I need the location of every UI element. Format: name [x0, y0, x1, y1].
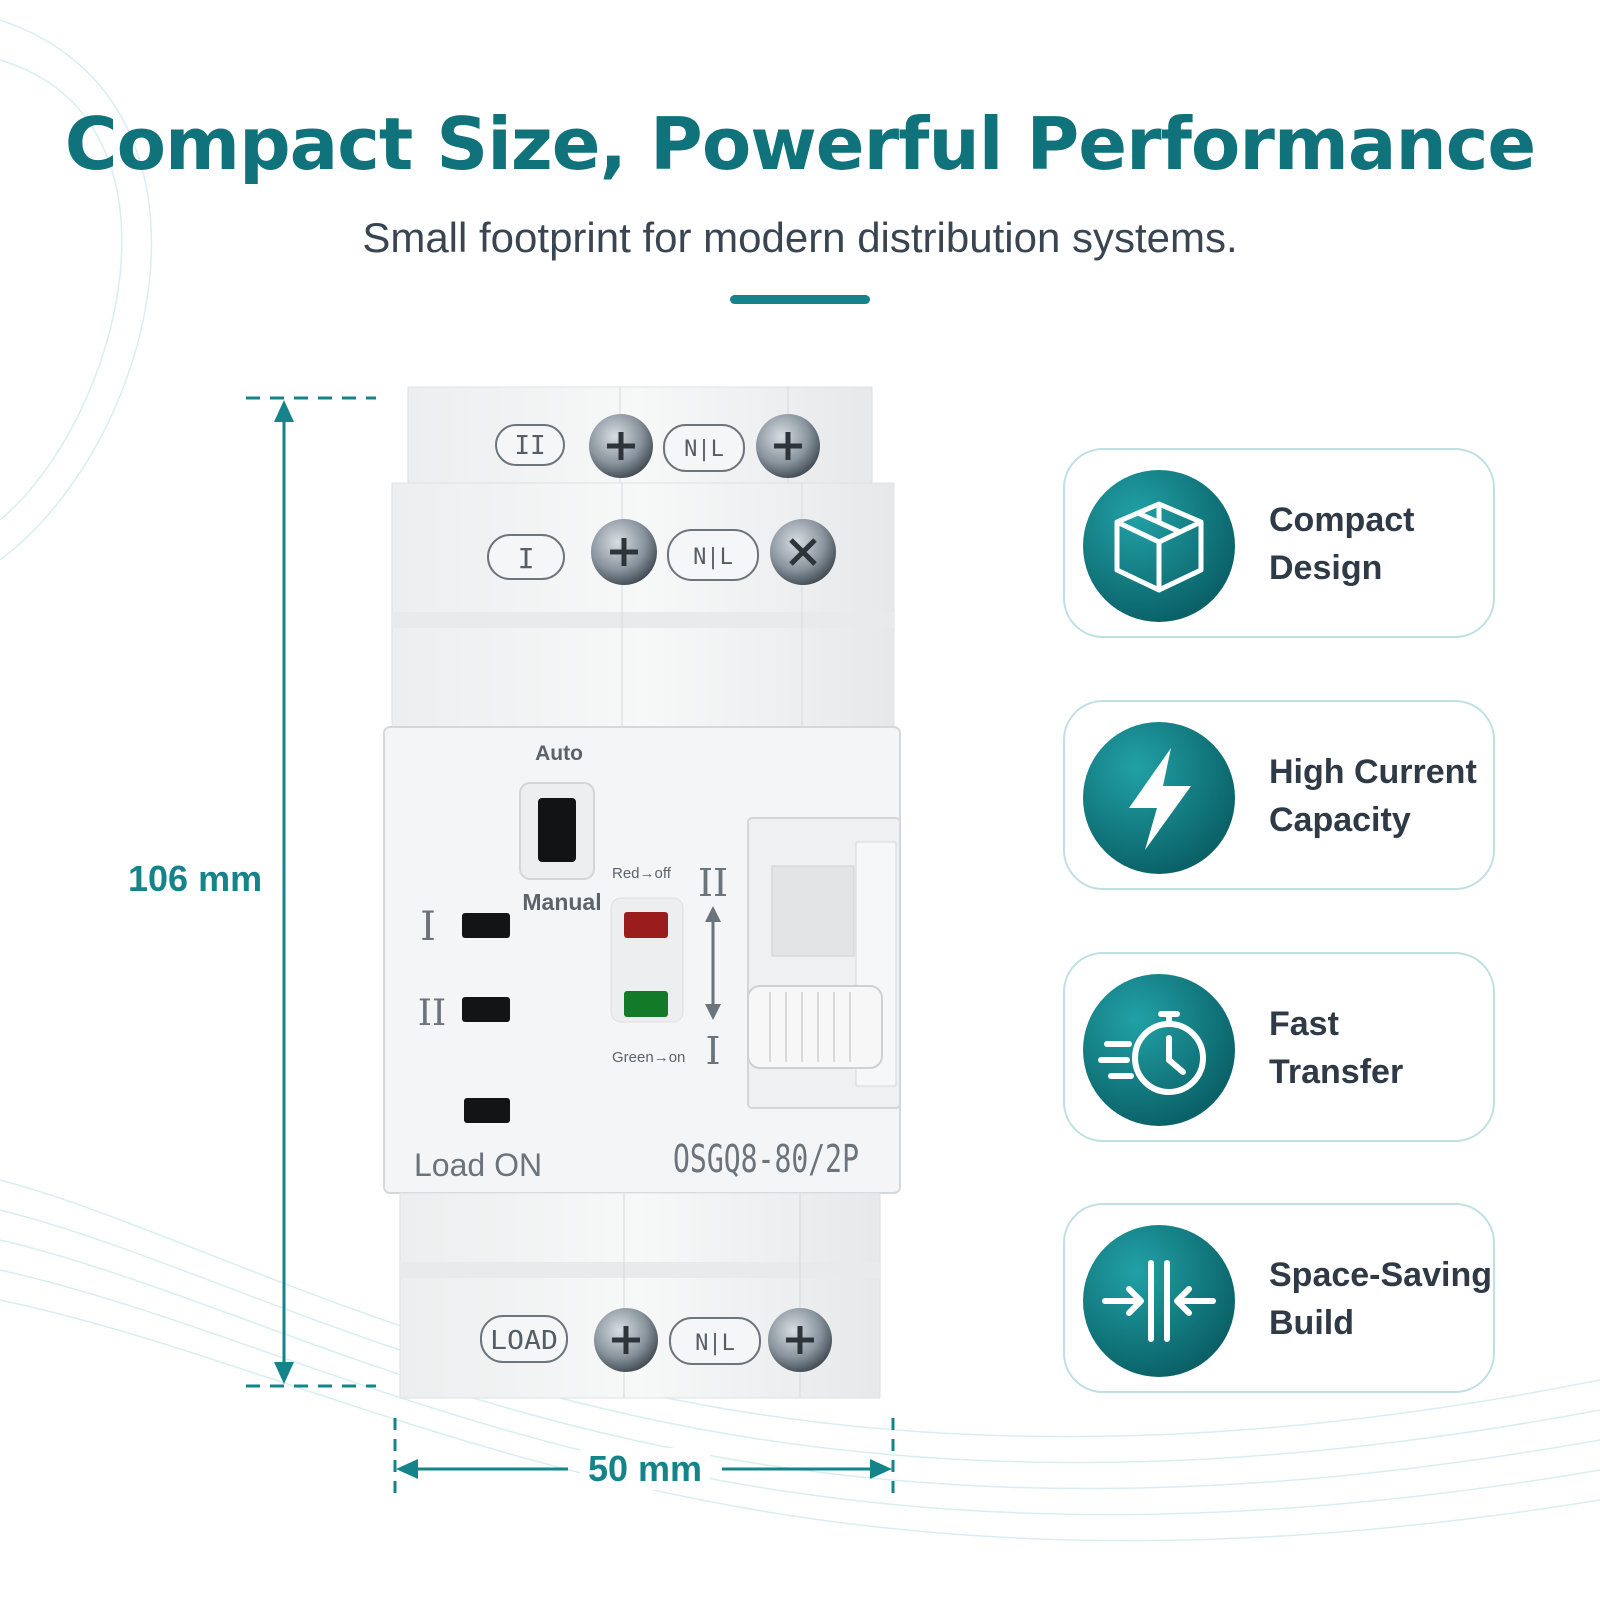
title-divider: [730, 295, 870, 304]
auto-label: Auto: [535, 742, 583, 765]
stopwatch-icon: [1098, 1011, 1206, 1095]
feature-title-line1: Space-Saving: [1269, 1256, 1492, 1294]
light-label-2: II: [418, 993, 446, 1034]
bottom-row-mid-label: N|L: [695, 1331, 735, 1356]
light-label-1: I: [420, 904, 436, 950]
indicator-light-1: [462, 913, 510, 938]
feature-title-line2: Transfer: [1269, 1053, 1404, 1091]
load-on-light: [464, 1098, 510, 1123]
green-indicator-label: Green→on: [612, 1049, 685, 1066]
indicator-light-2: [462, 997, 510, 1022]
feature-title-line2: Build: [1269, 1304, 1354, 1342]
compress-icon: [1102, 1260, 1216, 1342]
feature-title-line1: Compact: [1269, 501, 1415, 539]
page-subtitle: Small footprint for modern distribution …: [362, 214, 1238, 261]
green-status-light: [624, 991, 668, 1017]
bottom-row-left-label: LOAD: [490, 1326, 558, 1356]
height-dimension-label: 106 mm: [128, 858, 263, 899]
lightning-icon: [1129, 748, 1191, 850]
feature-card-high-current: High Current Capacity: [1063, 700, 1495, 890]
load-on-label: Load ON: [414, 1147, 542, 1183]
feature-title-line2: Capacity: [1269, 801, 1411, 839]
box-icon: [1114, 501, 1204, 593]
top-row-2-left-label: I: [518, 542, 535, 575]
page-title: Compact Size, Powerful Performance: [64, 102, 1537, 186]
transfer-handle[interactable]: [747, 985, 883, 1069]
manual-label: Manual: [522, 889, 601, 915]
feature-card-space-saving: Space-Saving Build: [1063, 1203, 1495, 1393]
position-top-label: II: [698, 861, 728, 905]
position-bottom-label: I: [705, 1029, 720, 1073]
top-row-2-mid-label: N|L: [693, 545, 733, 570]
top-row-1-mid-label: N|L: [684, 437, 724, 462]
feature-card-fast-transfer: Fast Transfer: [1063, 952, 1495, 1142]
feature-title-line1: Fast: [1269, 1005, 1339, 1043]
feature-title-line1: High Current: [1269, 753, 1477, 791]
red-indicator-label: Red→off: [612, 865, 672, 882]
width-dimension-label: 50 mm: [580, 1448, 710, 1490]
auto-manual-switch[interactable]: [538, 798, 576, 862]
top-row-1-left-label: II: [514, 431, 545, 461]
feature-title-line2: Design: [1269, 549, 1383, 587]
red-status-light: [624, 912, 668, 938]
feature-card-compact-design: Compact Design: [1063, 448, 1495, 638]
model-number: OSGQ8-80/2P: [673, 1137, 859, 1181]
